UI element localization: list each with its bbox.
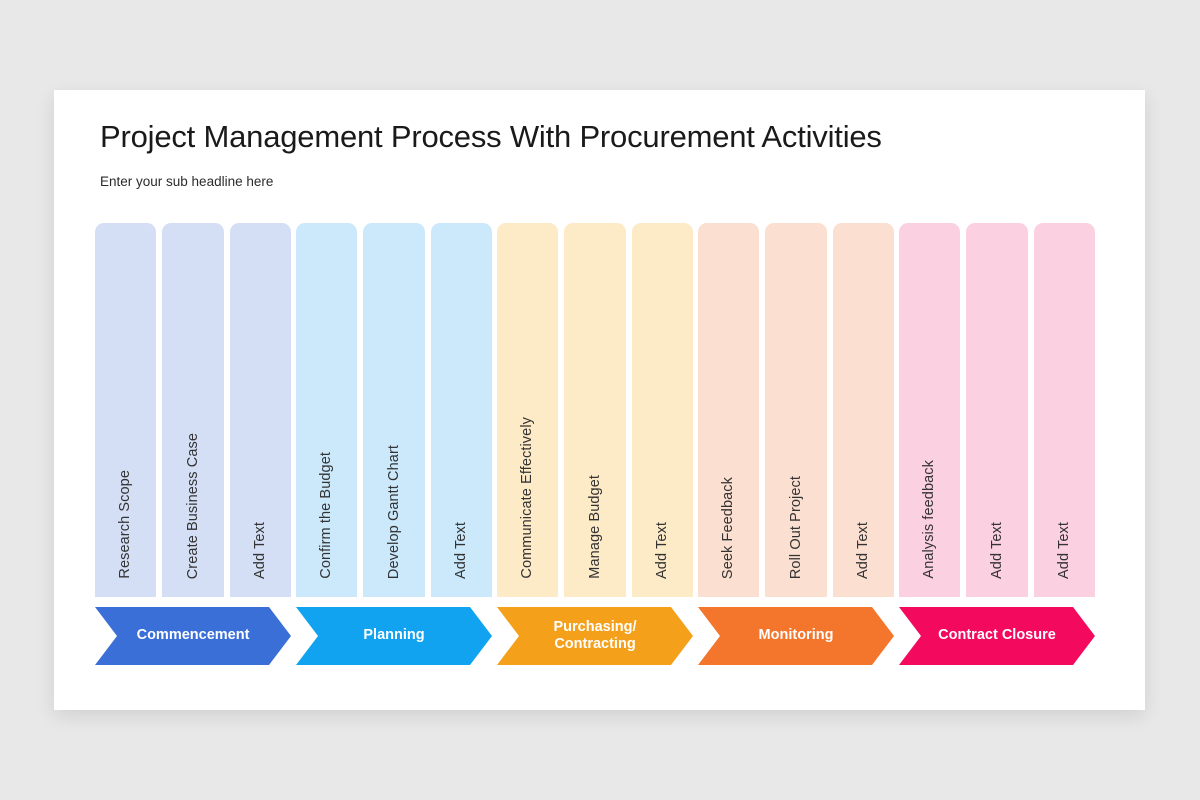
stage-arrow[interactable]: Planning bbox=[296, 607, 492, 665]
activity-label-wrapper: Analysis feedback bbox=[899, 460, 960, 584]
activity-label: Add Text bbox=[252, 522, 269, 579]
activity-label-wrapper: Research Scope bbox=[95, 470, 156, 584]
activity-label: Add Text bbox=[453, 522, 470, 579]
activity-column[interactable]: Seek Feedback bbox=[698, 223, 760, 597]
activity-label: Add Text bbox=[988, 522, 1005, 579]
activity-column[interactable]: Add Text bbox=[430, 223, 492, 597]
activity-column[interactable]: Roll Out Project bbox=[765, 223, 827, 597]
activity-label: Add Text bbox=[855, 522, 872, 579]
activity-label-wrapper: Create Business Case bbox=[162, 433, 223, 584]
activity-label: Confirm the Budget bbox=[318, 452, 335, 579]
activity-column[interactable]: Add Text bbox=[1033, 223, 1095, 597]
stage-arrow-label: Planning bbox=[363, 627, 425, 644]
stage-arrow-label: Commencement bbox=[136, 627, 250, 644]
stage-arrow-label: Contract Closure bbox=[938, 627, 1056, 644]
stage-arrow[interactable]: Contract Closure bbox=[899, 607, 1095, 665]
activity-label: Communicate Effectively bbox=[519, 417, 536, 579]
stage-arrow[interactable]: Monitoring bbox=[698, 607, 894, 665]
activity-label: Add Text bbox=[654, 522, 671, 579]
activity-label-wrapper: Add Text bbox=[1034, 522, 1095, 584]
stage-columns: Communicate Effectively Manage Budget Add … bbox=[497, 223, 693, 597]
stage-columns: Seek Feedback Roll Out Project Add Text bbox=[698, 223, 894, 597]
activity-column[interactable]: Add Text bbox=[966, 223, 1028, 597]
activity-column[interactable]: Communicate Effectively bbox=[497, 223, 559, 597]
activity-label: Analysis feedback bbox=[921, 460, 938, 579]
activity-label: Develop Gantt Chart bbox=[385, 444, 402, 579]
activity-label-wrapper: Develop Gantt Chart bbox=[363, 445, 424, 584]
page-subtitle: Enter your sub headline here bbox=[100, 174, 274, 189]
activity-column[interactable]: Confirm the Budget bbox=[296, 223, 358, 597]
activity-column[interactable]: Manage Budget bbox=[564, 223, 626, 597]
slide-card: Project Management Process With Procurem… bbox=[54, 90, 1145, 710]
activity-column[interactable]: Analysis feedback bbox=[899, 223, 961, 597]
activity-label: Create Business Case bbox=[184, 432, 201, 579]
activity-label-wrapper: Add Text bbox=[833, 522, 894, 584]
activity-label-wrapper: Communicate Effectively bbox=[497, 417, 558, 584]
activity-column[interactable]: Add Text bbox=[631, 223, 693, 597]
activity-label: Manage Budget bbox=[586, 475, 603, 579]
activity-label-wrapper: Add Text bbox=[431, 522, 492, 584]
activity-label-wrapper: Seek Feedback bbox=[698, 477, 759, 584]
stage-arrow-label: Purchasing/ Contracting bbox=[553, 618, 637, 652]
activity-label-wrapper: Add Text bbox=[230, 522, 291, 584]
page-title: Project Management Process With Procurem… bbox=[100, 119, 882, 154]
activity-label-wrapper: Roll Out Project bbox=[765, 476, 826, 584]
stage-arrow-label: Monitoring bbox=[758, 627, 834, 644]
activity-label-wrapper: Confirm the Budget bbox=[296, 452, 357, 584]
activity-column[interactable]: Research Scope bbox=[95, 223, 157, 597]
activity-column[interactable]: Add Text bbox=[832, 223, 894, 597]
activity-label: Add Text bbox=[1056, 522, 1073, 579]
stage-arrow[interactable]: Commencement bbox=[95, 607, 291, 665]
activity-label-wrapper: Add Text bbox=[632, 522, 693, 584]
activity-label-wrapper: Manage Budget bbox=[564, 475, 625, 584]
activity-label: Research Scope bbox=[117, 470, 134, 579]
activity-label-wrapper: Add Text bbox=[966, 522, 1027, 584]
activity-column[interactable]: Develop Gantt Chart bbox=[363, 223, 425, 597]
activity-label: Seek Feedback bbox=[720, 476, 737, 579]
process-stage: Communicate Effectively Manage Budget Add … bbox=[497, 223, 693, 665]
activity-label: Roll Out Project bbox=[787, 475, 804, 579]
stage-arrow[interactable]: Purchasing/ Contracting bbox=[497, 607, 693, 665]
activity-column[interactable]: Create Business Case bbox=[162, 223, 224, 597]
activity-column[interactable]: Add Text bbox=[229, 223, 291, 597]
